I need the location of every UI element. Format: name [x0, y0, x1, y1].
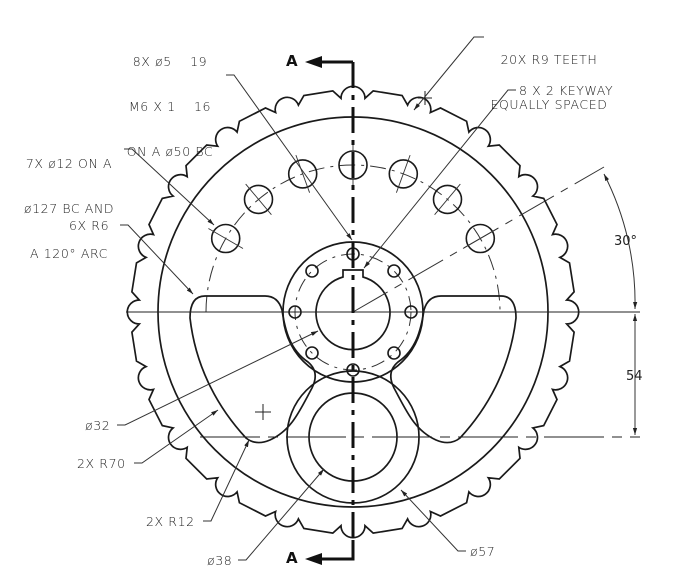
- arc-hole: [210, 223, 241, 254]
- callout-arc-line1: 7X ø12 ON A: [25, 156, 113, 171]
- tapped-hole: [305, 346, 319, 360]
- leader-arc-holes: [124, 148, 215, 226]
- callout-tapped-line2: M6 X 1 16: [128, 99, 212, 114]
- dim-30-label: 30°: [614, 234, 637, 249]
- leader-d32: [117, 330, 319, 426]
- callout-arc-holes: 7X ø12 ON A ø127 BC AND A 120° ARC: [14, 126, 124, 276]
- angled-centerline-30: [352, 166, 605, 313]
- tapped-hole: [387, 264, 401, 278]
- callout-d32: ø32: [85, 418, 111, 433]
- callout-keyway: 8 X 2 KEYWAY: [519, 83, 614, 98]
- callout-arc-line3: A 120° ARC: [30, 246, 108, 261]
- leader-r6: [120, 224, 194, 295]
- section-arrow-bottom: [312, 540, 355, 561]
- arc-hole-centerline: [434, 183, 461, 215]
- arc-hole: [465, 223, 496, 254]
- arc-hole: [243, 184, 274, 215]
- tapped-holes-group: [288, 247, 418, 377]
- arc-holes-group: [208, 145, 498, 254]
- leader-r70: [134, 409, 219, 464]
- arc-hole-centerline: [208, 228, 244, 249]
- arc-hole-centerline: [245, 183, 272, 215]
- arc-hole-centerline: [295, 154, 311, 193]
- tapped-hole: [305, 264, 319, 278]
- callout-tapped-line1: 8X ø5 19: [132, 54, 208, 69]
- callout-r70: 2X R70: [77, 456, 126, 471]
- leader-keyway: [363, 89, 516, 269]
- callout-arc-line2: ø127 BC AND: [23, 201, 115, 216]
- callout-teeth-line1: 20X R9 TEETH: [500, 52, 598, 67]
- section-label-top: A: [286, 52, 298, 70]
- dim-54-label: 54: [626, 369, 643, 384]
- arc-hole: [388, 159, 419, 189]
- callout-tapped-line3: ON A ø50 BC: [126, 144, 214, 159]
- callout-r6: 6X R6: [69, 218, 110, 233]
- bore-with-keyway: [315, 269, 391, 351]
- center-mark-tooth: [418, 91, 432, 105]
- leader-d38: [238, 468, 325, 561]
- leader-tapped-holes: [226, 74, 353, 241]
- leader-d57: [400, 489, 466, 552]
- tapped-hole: [387, 346, 401, 360]
- arc-hole: [432, 184, 463, 215]
- arc-hole-centerline: [395, 154, 411, 193]
- leader-r12: [203, 439, 250, 522]
- callout-r12: 2X R12: [146, 514, 195, 529]
- leader-teeth: [413, 36, 484, 111]
- callout-teeth-line2: EQUALLY SPACED: [490, 97, 608, 112]
- callout-d38: ø38: [207, 553, 233, 568]
- section-arrow-bottom-head: [305, 553, 322, 565]
- sprocket-teeth-outline: [126, 85, 580, 539]
- callout-tapped-holes: 8X ø5 19 M6 X 1 16 ON A ø50 BC: [112, 24, 228, 174]
- section-label-bottom: A: [286, 549, 298, 567]
- section-arrow-top-head: [305, 56, 322, 68]
- tapped-hole: [346, 363, 360, 377]
- center-mark-cutout: [255, 404, 271, 420]
- callout-d57: ø57: [470, 544, 496, 559]
- arc-hole: [287, 159, 318, 189]
- dim-30-arc: [603, 173, 638, 310]
- callout-teeth: 20X R9 TEETH EQUALLY SPACED: [484, 22, 614, 127]
